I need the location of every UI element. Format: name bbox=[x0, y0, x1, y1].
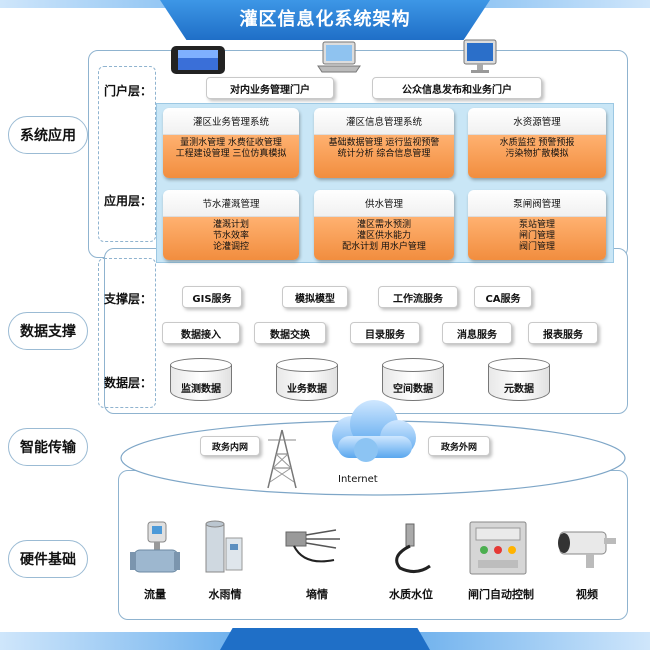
support-service[interactable]: 模拟模型 bbox=[282, 286, 348, 308]
monitor-icon bbox=[463, 39, 497, 73]
hardware-label: 水质水位 bbox=[389, 588, 433, 601]
water-level-sensor-icon bbox=[395, 523, 431, 573]
support-service[interactable]: 目录服务 bbox=[350, 322, 420, 344]
module-body: 灌溉计划 节水效率 论灌调控 bbox=[163, 217, 299, 260]
hardware-label: 视频 bbox=[576, 588, 598, 601]
module-line: 节水效率 bbox=[212, 231, 249, 241]
support-service[interactable]: 数据交换 bbox=[254, 322, 326, 344]
module-line: 阀门管理 bbox=[518, 242, 555, 252]
section-data-support: 数据支撑 bbox=[8, 312, 88, 350]
module-line: 灌区供水能力 bbox=[356, 231, 411, 241]
bottom-tab bbox=[220, 628, 430, 650]
module-line: 灌溉计划 bbox=[212, 220, 249, 230]
module-card[interactable]: 灌区业务管理系统 量测水管理 水费征收管理 工程建设管理 三位仿真模拟 bbox=[163, 108, 299, 178]
database-cylinder[interactable]: 监测数据 bbox=[170, 358, 232, 402]
internet-label: Internet bbox=[338, 474, 378, 485]
db-label: 业务数据 bbox=[287, 384, 327, 395]
layer-portal: 门户层： bbox=[104, 84, 153, 98]
portal-internal[interactable]: 对内业务管理门户 bbox=[206, 77, 334, 99]
portal-public[interactable]: 公众信息发布和业务门户 bbox=[372, 77, 542, 99]
support-service[interactable]: 工作流服务 bbox=[378, 286, 458, 308]
support-service[interactable]: 消息服务 bbox=[442, 322, 512, 344]
module-line: 泵站管理 bbox=[518, 220, 555, 230]
db-top bbox=[276, 358, 338, 372]
support-service[interactable]: CA服务 bbox=[474, 286, 532, 308]
module-body: 灌区需水预测 灌区供水能力 配水计划 用水户管理 bbox=[314, 217, 454, 260]
db-top bbox=[170, 358, 232, 372]
module-title: 灌区信息管理系统 bbox=[314, 108, 454, 135]
section-system-app: 系统应用 bbox=[8, 116, 88, 154]
flowmeter-icon bbox=[130, 521, 180, 573]
camera-icon bbox=[558, 531, 616, 568]
gate-controller-icon bbox=[469, 521, 527, 575]
module-card[interactable]: 水资源管理 水质监控 预警预报 污染物扩散模拟 bbox=[468, 108, 606, 178]
layer-label-column-bottom bbox=[98, 258, 156, 408]
rain-gauge-icon bbox=[205, 520, 243, 573]
hardware-label: 流量 bbox=[144, 588, 166, 601]
module-line: 量测水管理 水费征收管理 bbox=[180, 138, 282, 148]
tablet-icon bbox=[171, 46, 225, 74]
module-line: 统计分析 综合信息管理 bbox=[337, 149, 431, 159]
module-line: 闸门管理 bbox=[518, 231, 555, 241]
database-cylinder[interactable]: 业务数据 bbox=[276, 358, 338, 402]
tower-icon bbox=[267, 429, 297, 489]
database-cylinder[interactable]: 空间数据 bbox=[382, 358, 444, 402]
layer-support: 支撑层： bbox=[104, 292, 153, 306]
module-body: 泵站管理 闸门管理 阀门管理 bbox=[468, 217, 606, 260]
laptop-icon bbox=[317, 41, 361, 73]
module-line: 基础数据管理 运行监视预警 bbox=[328, 138, 440, 148]
db-top bbox=[382, 358, 444, 372]
module-card[interactable]: 供水管理 灌区需水预测 灌区供水能力 配水计划 用水户管理 bbox=[314, 190, 454, 260]
module-card[interactable]: 灌区信息管理系统 基础数据管理 运行监视预警 统计分析 综合信息管理 bbox=[314, 108, 454, 178]
module-body: 水质监控 预警预报 污染物扩散模拟 bbox=[468, 135, 606, 178]
db-label: 元数据 bbox=[504, 384, 534, 395]
db-label: 监测数据 bbox=[181, 384, 221, 395]
module-title: 灌区业务管理系统 bbox=[163, 108, 299, 135]
module-line: 灌区需水预测 bbox=[356, 220, 411, 230]
section-smart-transfer: 智能传输 bbox=[8, 428, 88, 466]
soil-sensor-icon bbox=[285, 529, 340, 563]
module-body: 基础数据管理 运行监视预警 统计分析 综合信息管理 bbox=[314, 135, 454, 178]
support-service[interactable]: GIS服务 bbox=[182, 286, 242, 308]
module-title: 泵闸阀管理 bbox=[468, 190, 606, 217]
support-service[interactable]: 数据接入 bbox=[162, 322, 240, 344]
module-card[interactable]: 泵闸阀管理 泵站管理 闸门管理 阀门管理 bbox=[468, 190, 606, 260]
module-card[interactable]: 节水灌溉管理 灌溉计划 节水效率 论灌调控 bbox=[163, 190, 299, 260]
layer-label-column-top bbox=[98, 66, 156, 242]
support-service[interactable]: 报表服务 bbox=[528, 322, 598, 344]
module-title: 节水灌溉管理 bbox=[163, 190, 299, 217]
intranet-label: 政务内网 bbox=[200, 436, 260, 456]
layer-data: 数据层： bbox=[104, 376, 153, 390]
section-hardware: 硬件基础 bbox=[8, 540, 88, 578]
hardware-label: 水雨情 bbox=[208, 588, 242, 601]
hardware-label: 闸门自动控制 bbox=[468, 588, 534, 601]
database-cylinder[interactable]: 元数据 bbox=[488, 358, 550, 402]
page-title: 灌区信息化系统架构 bbox=[160, 0, 490, 40]
db-top bbox=[488, 358, 550, 372]
module-line: 论灌调控 bbox=[212, 242, 249, 252]
module-title: 供水管理 bbox=[314, 190, 454, 217]
module-line: 水质监控 预警预报 bbox=[499, 138, 575, 148]
module-line: 污染物扩散模拟 bbox=[505, 149, 569, 159]
module-line: 配水计划 用水户管理 bbox=[342, 242, 426, 252]
cloud-icon bbox=[332, 400, 416, 462]
extranet-label: 政务外网 bbox=[428, 436, 490, 456]
module-title: 水资源管理 bbox=[468, 108, 606, 135]
db-label: 空间数据 bbox=[393, 384, 433, 395]
layer-application: 应用层： bbox=[104, 194, 153, 208]
hardware-label: 墒情 bbox=[306, 588, 328, 601]
module-line: 工程建设管理 三位仿真模拟 bbox=[175, 149, 287, 159]
module-body: 量测水管理 水费征收管理 工程建设管理 三位仿真模拟 bbox=[163, 135, 299, 178]
